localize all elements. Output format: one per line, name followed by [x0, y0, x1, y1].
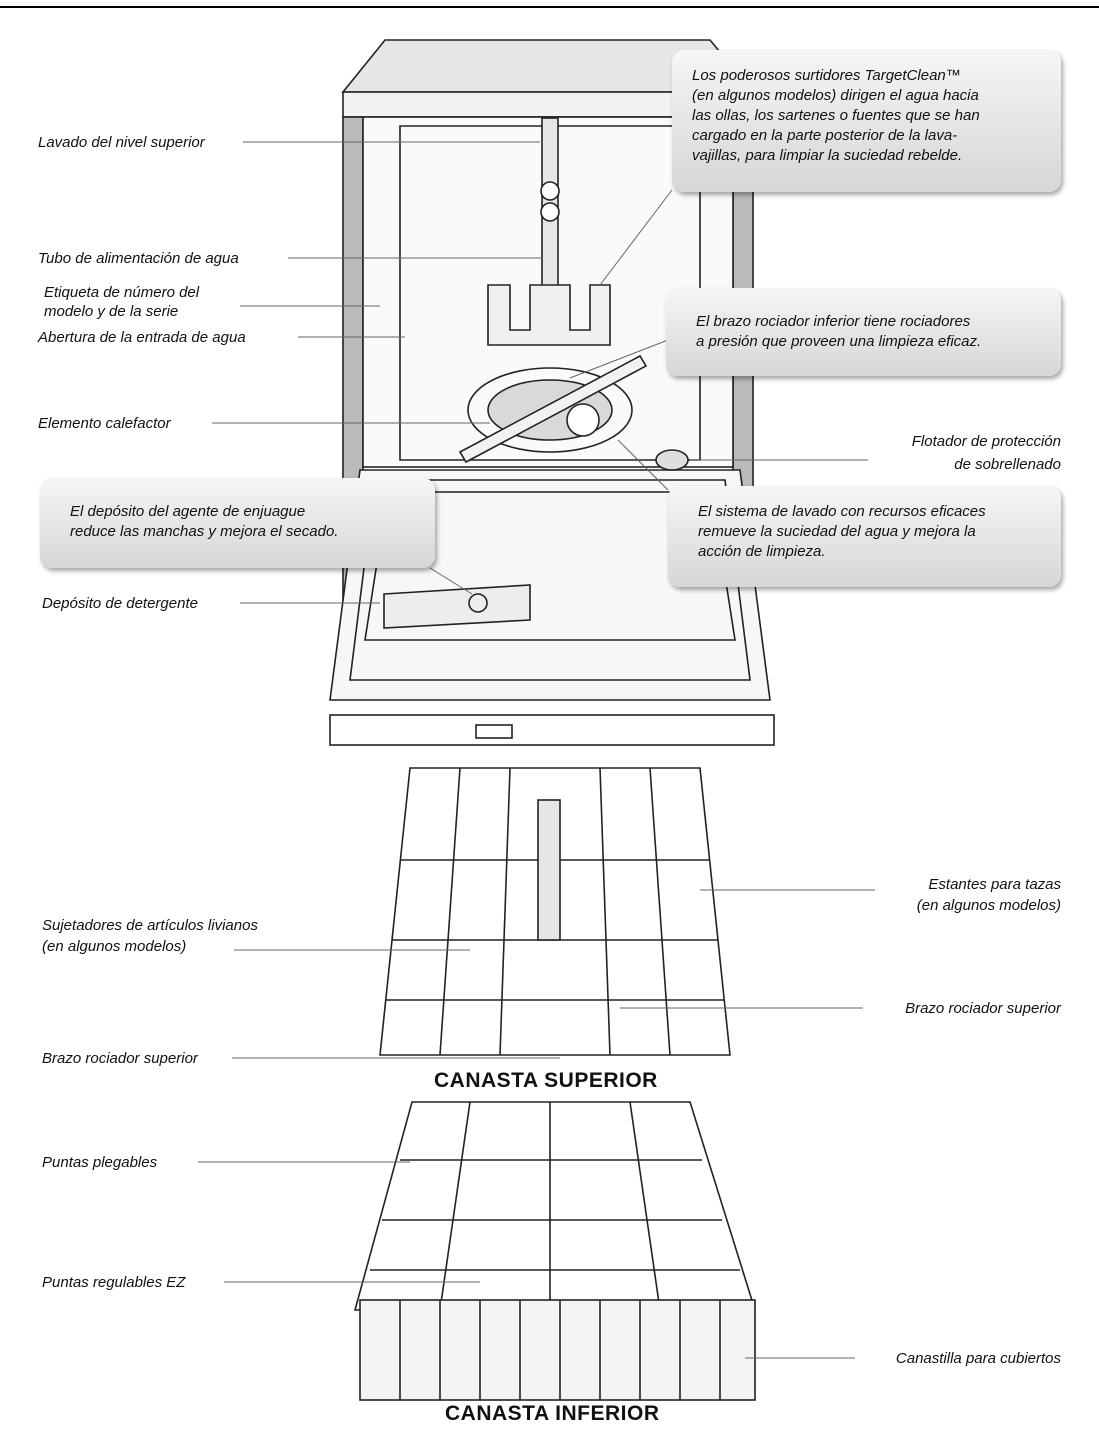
callout-targetclean-line: cargado en la parte posterior de la lava…: [692, 127, 958, 144]
callout-lower-spray-arm-line: El brazo rociador inferior tiene rociado…: [696, 313, 971, 330]
label-model-serial-line1: Etiqueta de número del: [44, 284, 200, 301]
upper-rack-shape: [379, 767, 731, 1056]
callout-rinse-aid-line: reduce las manchas y mejora el secado.: [70, 523, 339, 540]
label-heating-element: Elemento calefactor: [38, 415, 171, 432]
lower-rack-shape: [353, 1101, 757, 1311]
callout-wash-system-line: remueve la suciedad del agua y mejora la: [698, 523, 976, 540]
callout-wash-system: El sistema de lavado con recursos eficac…: [668, 486, 1061, 587]
callout-wash-system-line: El sistema de lavado con recursos eficac…: [698, 503, 986, 520]
door-inner-2: [364, 491, 736, 641]
label-upper-level-wash: Lavado del nivel superior: [38, 134, 205, 151]
label-light-item-holders-line1: Sujetadores de artículos livianos: [42, 917, 258, 934]
label-overfill-float-line2: de sobrellenado: [954, 456, 1061, 473]
callout-wash-system-line: acción de limpieza.: [698, 543, 826, 560]
door-base: [329, 714, 775, 746]
label-cup-shelves-line1: Estantes para tazas: [928, 876, 1061, 893]
label-detergent-dispenser: Depósito de detergente: [42, 595, 198, 612]
callout-targetclean-line: Los poderosos surtidores TargetClean™: [692, 67, 961, 84]
callout-targetclean: Los poderosos surtidores TargetClean™ (e…: [672, 50, 1061, 192]
door-handle-slot: [475, 724, 513, 739]
label-fold-down-tines: Puntas plegables: [42, 1154, 158, 1171]
top-rule: [0, 6, 1099, 8]
callout-rinse-aid-line: El depósito del agente de enjuague: [70, 503, 306, 520]
label-silverware-basket: Canastilla para cubiertos: [895, 1350, 1061, 1367]
label-water-inlet-opening: Abertura de la entrada de agua: [38, 329, 246, 346]
leader-lines: [198, 141, 875, 1359]
callout-lower-spray-arm-line: a presión que proveen una limpieza efica…: [696, 333, 982, 350]
label-ez-adjust-tines: Puntas regulables EZ: [42, 1274, 186, 1291]
callout-targetclean-line: (en algunos modelos) dirigen el agua hac…: [692, 87, 979, 104]
callout-targetclean-line: las ollas, los sartenes o fuentes que se…: [692, 107, 980, 124]
label-light-item-holders-line2: (en algunos modelos): [42, 938, 187, 955]
door-inner: [349, 479, 751, 681]
overfill-float-shape: [655, 449, 689, 471]
title-lower-rack: CANASTA INFERIOR: [445, 1402, 660, 1425]
dishwasher-door: [329, 469, 771, 701]
title-upper-rack: CANASTA SUPERIOR: [434, 1069, 658, 1092]
label-model-serial-line2: modelo y de la serie: [44, 303, 179, 320]
upper-spray-arm-shape: [537, 799, 561, 941]
label-upper-spray-arm-left: Brazo rociador superior: [42, 1050, 198, 1067]
label-water-supply-tube: Tubo de alimentación de agua: [38, 250, 239, 267]
lower-spray-arm-shape: [458, 354, 648, 464]
callout-targetclean-line: vajillas, para limpiar la suciedad rebel…: [692, 147, 963, 164]
detergent-cap: [468, 593, 488, 613]
callout-lower-spray-arm: El brazo rociador inferior tiene rociado…: [666, 288, 1061, 376]
callout-rinse-aid: El depósito del agente de enjuague reduc…: [40, 478, 435, 568]
label-cup-shelves-line2: (en algunos modelos): [916, 897, 1061, 914]
detergent-dispenser-shape: [383, 584, 531, 629]
silverware-basket-shape: [359, 1299, 756, 1401]
sump-ring: [467, 367, 633, 453]
label-overfill-float-line1: Flotador de protección: [911, 433, 1061, 450]
label-upper-spray-arm-right: Brazo rociador superior: [905, 1000, 1061, 1017]
targetclean-jets: [487, 284, 611, 346]
